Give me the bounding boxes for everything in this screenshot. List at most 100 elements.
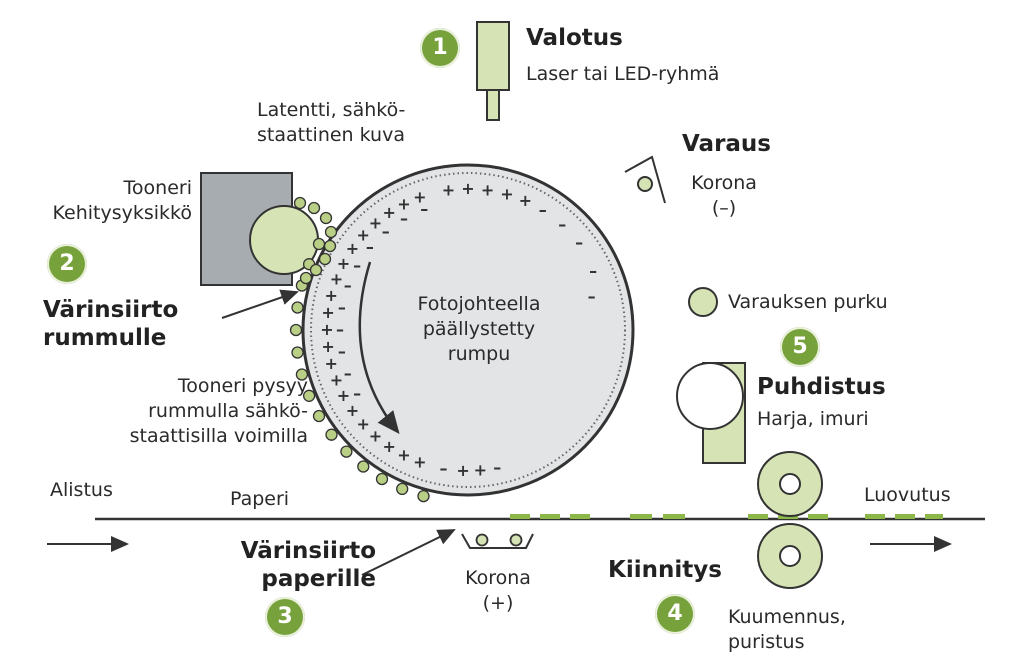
charge-mark: + xyxy=(397,194,410,213)
toner-particles xyxy=(289,196,430,503)
charge-mark: – xyxy=(588,287,596,306)
charge-mark: + xyxy=(324,286,337,305)
transfer-corona-housing xyxy=(461,533,534,549)
charge-mark: – xyxy=(344,276,352,295)
exposure-detail: Laser tai LED-ryhmä xyxy=(526,63,720,85)
toner-particle xyxy=(318,252,332,266)
toner-particle xyxy=(299,271,313,285)
charge-mark: + xyxy=(369,426,382,445)
charge-mark: + xyxy=(461,179,474,198)
charge-mark: – xyxy=(400,209,408,228)
charge-mark: + xyxy=(519,191,532,210)
cleaning-detail: Harja, imuri xyxy=(757,408,869,430)
toner-unit-label: Tooneri Kehitysyksikkö xyxy=(52,177,193,224)
charge-mark: + xyxy=(356,226,369,245)
curved-arrow-icon xyxy=(358,261,400,434)
toner-particle xyxy=(323,239,337,253)
cleaning-title: Puhdistus xyxy=(757,374,886,400)
toner-hold-label: Tooneri pysyy rummulla sähkö- staattisil… xyxy=(129,375,308,447)
charge-mark: – xyxy=(382,222,390,241)
discharge-label: Varauksen purku xyxy=(728,291,888,313)
toner-particle xyxy=(289,323,303,337)
laser-nozzle xyxy=(486,89,500,121)
toner-particle xyxy=(325,428,338,441)
charge-mark: + xyxy=(481,180,494,199)
charge-corona-wire xyxy=(637,176,653,192)
drum-charges: ++++++++++++++++++++++++++––––––––––––––… xyxy=(320,179,597,480)
step-badge-4: 4 xyxy=(655,594,695,634)
toner-particle xyxy=(293,196,307,210)
charge-mark: + xyxy=(330,371,343,390)
charge-mark: + xyxy=(330,270,343,289)
charging-device: Korona (–) xyxy=(691,172,757,219)
charge-mark: – xyxy=(336,320,344,339)
charge-mark: – xyxy=(589,262,597,281)
toner-particle xyxy=(295,368,309,381)
charge-mark: – xyxy=(539,200,547,219)
charge-mark: + xyxy=(337,254,350,273)
charge-mark: + xyxy=(456,461,469,480)
charge-mark: – xyxy=(558,215,566,234)
charge-mark: – xyxy=(440,459,448,478)
charge-mark: + xyxy=(346,239,359,258)
toner-particle xyxy=(312,237,326,251)
charge-mark: – xyxy=(353,256,361,275)
output-label: Luovutus xyxy=(864,484,951,506)
cleaning-brush xyxy=(676,362,744,430)
toner-particle xyxy=(417,489,430,503)
toner-particle xyxy=(309,263,323,277)
charge-mark: + xyxy=(337,386,350,405)
step-badge-3: 3 xyxy=(265,597,305,637)
charge-mark: – xyxy=(493,458,501,477)
toner-particle xyxy=(324,225,338,239)
paper-label: Paperi xyxy=(230,488,290,510)
toner-particle xyxy=(302,389,316,402)
toner-particle xyxy=(357,460,370,473)
pointer-arrow-icon xyxy=(221,289,299,319)
charge-mark: + xyxy=(346,401,359,420)
toner-particle xyxy=(291,301,304,314)
charge-mark: – xyxy=(420,200,428,219)
step-badge-2: 2 xyxy=(47,244,87,284)
charge-mark: + xyxy=(474,461,487,480)
step-badge-1: 1 xyxy=(420,28,460,68)
transfer-corona-wire xyxy=(475,533,489,547)
fusing-title: Kiinnitys xyxy=(608,557,722,583)
charge-mark: + xyxy=(442,180,455,199)
transfer-to-drum-title: Värinsiirto rummulle xyxy=(43,297,179,351)
toner-particle xyxy=(312,409,326,423)
charge-mark: – xyxy=(338,342,346,361)
charge-mark: + xyxy=(397,446,410,465)
fusing-detail: Kuumennus, puristus xyxy=(728,606,846,653)
toner-particle xyxy=(307,201,321,215)
drum-coating xyxy=(310,172,626,488)
fuser-roller-bottom-hub xyxy=(779,545,801,567)
charging-title: Varaus xyxy=(682,131,771,157)
charge-mark: + xyxy=(369,214,382,233)
toner-particle xyxy=(291,346,304,359)
pointer-arrow-icon xyxy=(361,529,456,576)
charge-mark: – xyxy=(338,298,346,317)
transfer-corona-label: Korona (+) xyxy=(465,567,531,614)
fuser-roller-top-hub xyxy=(779,473,801,495)
charge-mark: + xyxy=(324,354,337,373)
feed-label: Alistus xyxy=(50,479,113,501)
charge-mark: + xyxy=(321,303,334,322)
charge-mark: + xyxy=(413,188,426,207)
charge-mark: + xyxy=(382,437,395,456)
laser-unit xyxy=(476,21,510,91)
charge-mark: – xyxy=(366,238,374,257)
toner-particle xyxy=(396,482,409,496)
toner-particle xyxy=(375,472,389,486)
transfer-to-paper-title: Värinsiirto paperille xyxy=(240,538,376,592)
charge-corona-housing xyxy=(624,155,666,204)
charge-mark: + xyxy=(500,185,513,204)
transfer-corona-wire xyxy=(509,533,523,547)
charge-mark: + xyxy=(356,414,369,433)
exposure-title: Valotus xyxy=(526,25,623,51)
charge-mark: + xyxy=(321,337,334,356)
charge-mark: – xyxy=(344,364,352,383)
toner-particle xyxy=(319,211,333,225)
charge-mark: + xyxy=(413,453,426,472)
